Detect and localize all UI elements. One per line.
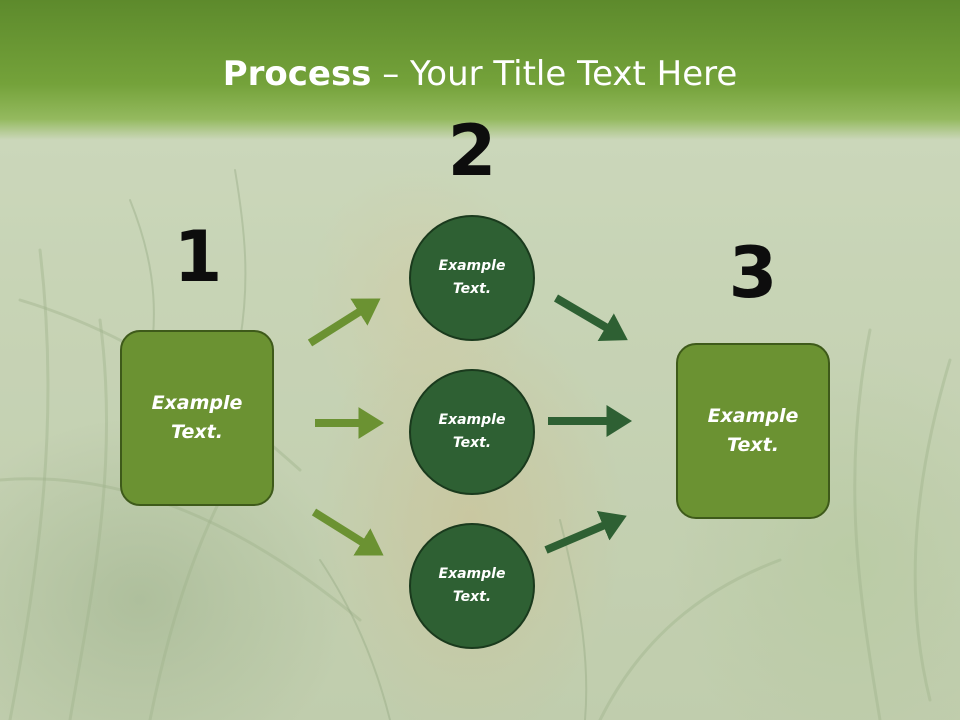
step-number-1: 1: [173, 216, 223, 298]
arrow-bottom-to-right: [544, 511, 627, 554]
arrow-left-to-top: [307, 298, 381, 347]
title-rest: – Your Title Text Here: [371, 54, 738, 94]
left-box: Example Text.: [120, 330, 274, 506]
right-box: Example Text.: [676, 343, 830, 519]
arrow-left-to-bottom: [311, 508, 384, 556]
circle-middle: Example Text.: [409, 369, 535, 495]
title-bold: Process: [222, 54, 372, 94]
title-band: [0, 0, 960, 140]
circle-top: Example Text.: [409, 215, 535, 341]
circle-bottom: Example Text.: [409, 523, 535, 649]
arrow-top-to-right: [553, 294, 628, 341]
step-number-2: 2: [447, 110, 497, 192]
slide-title: Process – Your Title Text Here: [0, 52, 960, 96]
step-number-3: 3: [728, 232, 778, 314]
